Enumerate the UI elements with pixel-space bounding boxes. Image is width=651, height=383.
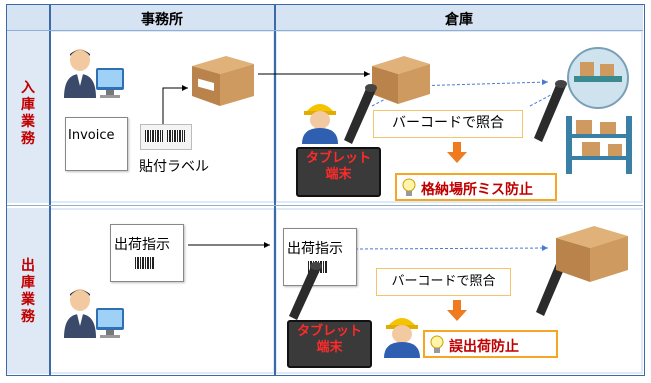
warehouse-worker-icon bbox=[302, 104, 338, 144]
invoice-label: Invoice bbox=[68, 128, 115, 143]
barcode-label-sheet bbox=[140, 124, 192, 150]
header-divider bbox=[7, 30, 643, 31]
shipping-instruction-office: 出荷指示 bbox=[114, 237, 170, 253]
barcode-scanner-icon bbox=[289, 262, 322, 320]
lightbulb-icon bbox=[430, 335, 444, 353]
down-arrow-icon bbox=[447, 142, 467, 163]
lightbulb-icon bbox=[402, 178, 416, 196]
office-worker-pc-icon bbox=[64, 289, 124, 338]
tablet-terminal-outbound: タブレット 端末 bbox=[287, 320, 372, 368]
cardboard-box-icon bbox=[192, 56, 254, 106]
barcode-scanner-icon bbox=[344, 84, 377, 144]
column-divider-left bbox=[49, 5, 51, 375]
result-badge-outbound: 誤出荷防止 bbox=[423, 330, 558, 358]
barcode-scanner-icon bbox=[534, 80, 567, 142]
tablet-terminal-inbound: タブレット 端末 bbox=[296, 147, 381, 197]
result-text-outbound: 誤出荷防止 bbox=[449, 339, 519, 355]
scan-callout-outbound: バーコードで照合 bbox=[376, 268, 511, 296]
result-text-inbound: 格納場所ミス防止 bbox=[421, 182, 533, 198]
result-badge-inbound: 格納場所ミス防止 bbox=[395, 173, 557, 201]
scan-callout-inbound: バーコードで照合 bbox=[373, 110, 523, 138]
tablet-label-line2: 端末 bbox=[325, 167, 352, 182]
shipping-instruction-warehouse: 出荷指示 bbox=[287, 241, 343, 257]
barcode-icon bbox=[145, 130, 163, 142]
tablet-label-line1: タブレット bbox=[296, 324, 362, 339]
header-row bbox=[7, 5, 643, 30]
office-worker-pc-icon bbox=[64, 49, 124, 98]
row-label-inbound: 入庫業務 bbox=[21, 80, 35, 147]
invoice-document bbox=[65, 117, 128, 171]
shipping-instruction-document bbox=[110, 224, 184, 282]
tablet-label-line1: タブレット bbox=[305, 151, 371, 166]
down-arrow-icon bbox=[447, 300, 467, 321]
cardboard-box-icon bbox=[372, 56, 430, 104]
column-header-warehouse: 倉庫 bbox=[445, 12, 473, 28]
label-caption: 貼付ラベル bbox=[139, 159, 209, 175]
warehouse-worker-icon bbox=[384, 318, 420, 358]
column-header-office: 事務所 bbox=[141, 12, 183, 28]
cardboard-box-icon bbox=[556, 226, 628, 282]
row-divider bbox=[7, 205, 643, 206]
barcode-icon bbox=[167, 130, 185, 142]
barcode-icon bbox=[135, 257, 155, 269]
warehouse-shelf-icon bbox=[566, 47, 632, 174]
tablet-label-line2: 端末 bbox=[316, 340, 343, 355]
row-label-outbound: 出庫業務 bbox=[21, 258, 35, 325]
column-divider-mid bbox=[274, 5, 276, 375]
